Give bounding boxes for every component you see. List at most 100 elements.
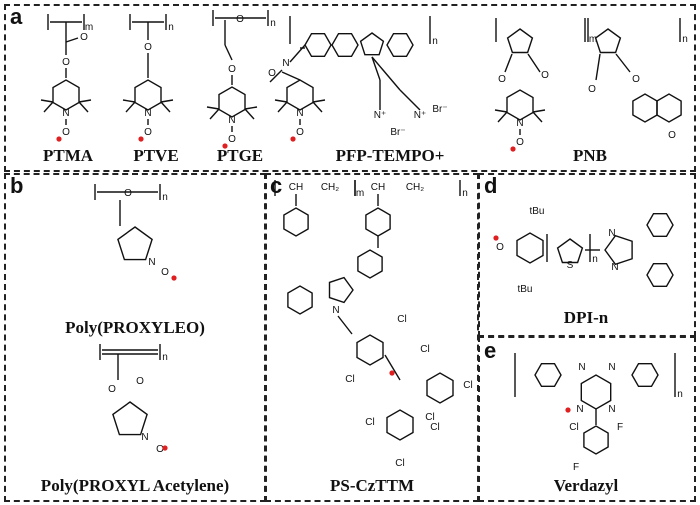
trichlorophenyl-ring-1 (356, 334, 384, 366)
phenyl-ring-1 (646, 212, 674, 238)
subscript-n: n (168, 22, 174, 33)
carbazole-ring-2 (328, 276, 354, 304)
subscript-m: m (356, 188, 364, 199)
bond (269, 69, 283, 83)
atom-n: N (608, 228, 615, 239)
radical-dot (138, 136, 144, 142)
coumarin-ring-1 (632, 93, 658, 123)
phenyl-ring-2 (631, 363, 659, 387)
bond (122, 99, 136, 103)
name-ptge: PTGE (216, 146, 264, 165)
name-verdazyl: Verdazyl (553, 476, 619, 495)
atom-cl: Cl (425, 412, 434, 423)
radical-dot (565, 407, 571, 413)
atom-n: N (282, 58, 289, 69)
bond (595, 53, 601, 81)
difluorophenyl-ring (583, 425, 609, 455)
bond (244, 108, 255, 120)
pyrrolidine-ring (112, 401, 148, 436)
bond (615, 53, 631, 73)
phenol-ring (516, 232, 544, 264)
bond (125, 101, 136, 113)
bond (337, 315, 353, 335)
subscript-n: n (677, 389, 683, 400)
atom-f: F (617, 422, 623, 433)
piperidine-ring (134, 79, 162, 111)
bond (371, 56, 401, 91)
radical-dot (493, 235, 499, 241)
subscript-m: m (589, 34, 597, 45)
name-pnb: PNB (573, 146, 607, 165)
atom-n: N (144, 108, 151, 119)
panel-label-c: c (270, 173, 283, 198)
piperidine-ring (286, 79, 314, 111)
atom-nplus: N⁺ (414, 110, 427, 121)
atom-cl: Cl (395, 458, 404, 469)
bond (289, 44, 306, 63)
atom-o: O (62, 127, 70, 138)
bond (40, 99, 54, 103)
name-pfp-tempo: PFP-TEMPO+ (335, 146, 445, 165)
bond (43, 101, 54, 113)
atom-n: N (228, 115, 235, 126)
bond (371, 56, 381, 81)
radical-dot (510, 146, 516, 152)
atom-o: O (228, 64, 236, 75)
cyclopentane-ring-1 (506, 28, 534, 54)
fluorene-ring-2 (359, 32, 385, 56)
subscript-n: n (270, 18, 276, 29)
subscript-n: n (432, 36, 438, 47)
bond (399, 89, 421, 111)
atom-o: O (236, 14, 244, 25)
name-ptma: PTMA (42, 146, 94, 165)
atom-o: O (668, 130, 676, 141)
panel-label-e: e (484, 338, 497, 363)
panel-e (478, 336, 696, 502)
piperidine-ring (218, 86, 246, 118)
piperidine-ring (506, 89, 534, 121)
bond (160, 101, 171, 113)
bond (277, 101, 288, 113)
atom-nplus: N⁺ (374, 110, 387, 121)
atom-n: N (332, 305, 339, 316)
bond (244, 106, 258, 110)
bond (532, 111, 543, 123)
atom-n: N (608, 362, 615, 373)
atom-o: O (228, 134, 236, 145)
atom-o: O (632, 74, 640, 85)
cyclopentane-ring-2 (594, 28, 622, 54)
atom-n: N (516, 118, 523, 129)
atom-br: Br⁻ (432, 104, 447, 115)
bond (206, 106, 220, 110)
piperidine-ring (52, 79, 80, 111)
bond (532, 109, 546, 113)
name-poly-proxyl-acetylene: Poly(PROXYL Acetylene) (40, 476, 230, 495)
atom-o: O (108, 384, 116, 395)
radical-dot (162, 445, 168, 451)
carbazole-ring-3 (287, 285, 313, 315)
bond (160, 99, 174, 103)
subscript-n: n (592, 254, 598, 265)
bond (312, 99, 326, 103)
phenyl-ring-1 (534, 363, 562, 387)
radical-dot (171, 275, 177, 281)
bond (274, 99, 288, 103)
atom-o: O (80, 32, 88, 43)
bond (224, 44, 233, 61)
carbazole-ring-1 (357, 249, 383, 279)
atom-o: O (541, 70, 549, 81)
atom-o: O (136, 376, 144, 387)
phenyl-ring (304, 33, 332, 57)
bond (527, 53, 541, 73)
atom-s: S (567, 260, 574, 271)
atom-o: O (156, 444, 164, 455)
thiophene-ring (556, 238, 584, 264)
subscript-n: n (162, 352, 168, 363)
radical-dot (389, 370, 395, 376)
atom-tbu: tBu (517, 284, 532, 295)
panel-label-d: d (484, 173, 498, 198)
bond (281, 71, 301, 81)
radical-dot (222, 143, 228, 149)
panel-a (4, 4, 696, 172)
atom-ch: CH (371, 182, 385, 193)
